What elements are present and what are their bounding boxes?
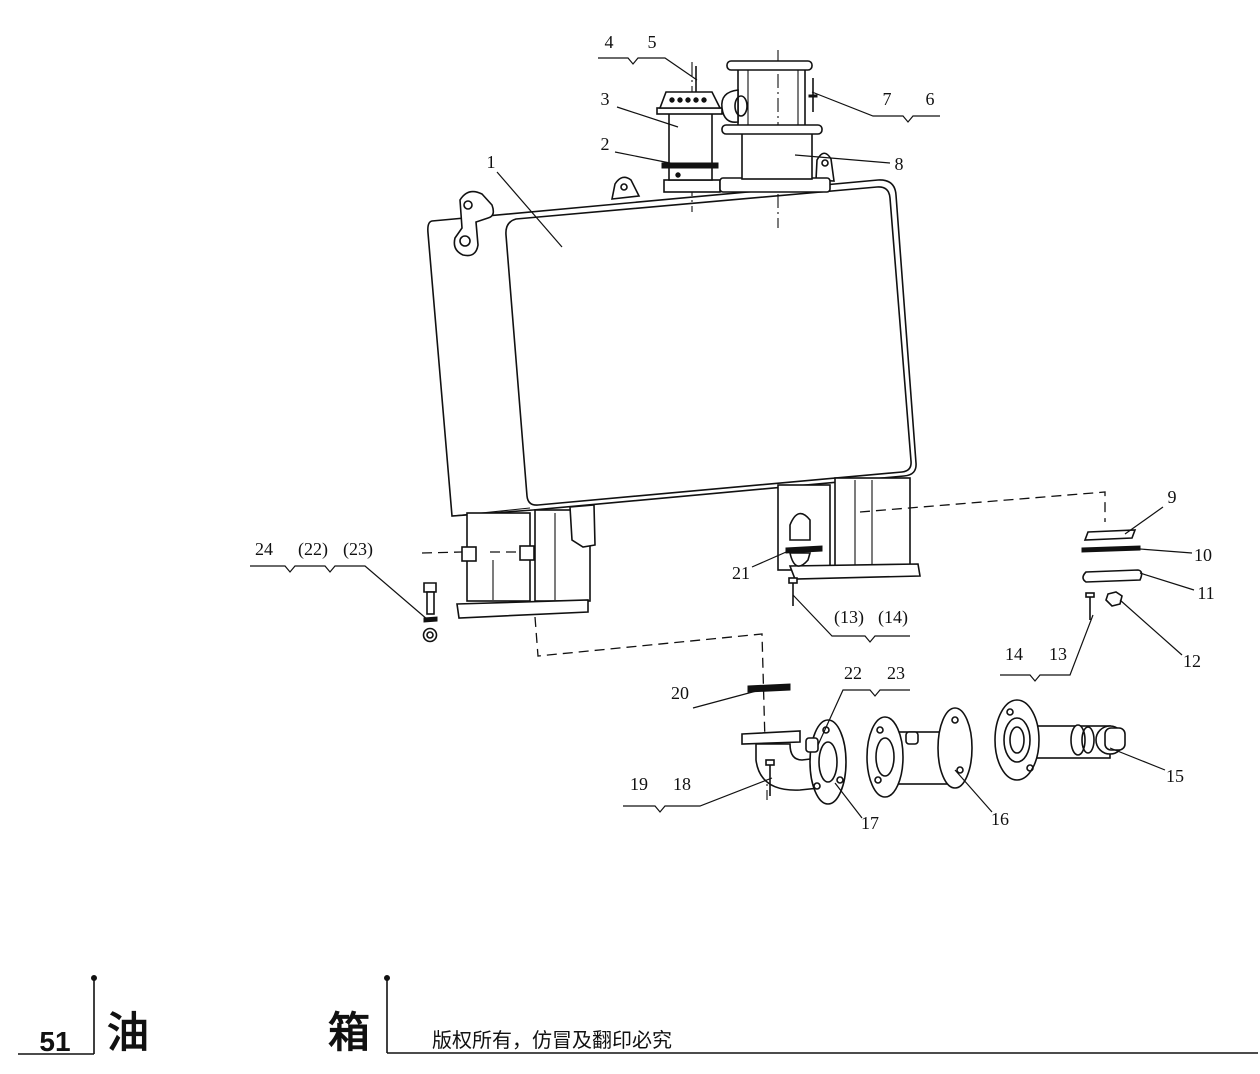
flange-17 bbox=[805, 719, 847, 805]
callout-labels: 1 2 3 4 5 7 6 8 9 10 11 12 14 13 15 16 1… bbox=[255, 32, 1215, 833]
callout-3: 3 bbox=[601, 89, 610, 109]
callout-19: 19 bbox=[630, 774, 648, 794]
page-title-char-2: 箱 bbox=[328, 1008, 370, 1057]
callout-24: 24 bbox=[255, 539, 273, 559]
callout-16: 16 bbox=[991, 809, 1009, 829]
bolt-set-left bbox=[422, 582, 438, 643]
flange-pipe-15 bbox=[994, 699, 1126, 781]
page-footer: 51 油 箱 版权所有，仿冒及翻印必究 bbox=[18, 975, 1258, 1057]
callout-21: 21 bbox=[732, 563, 750, 583]
callout-10: 10 bbox=[1194, 545, 1212, 565]
callout-14: 14 bbox=[1005, 644, 1023, 664]
callout-11: 11 bbox=[1197, 583, 1214, 603]
callout-23-ref: (23) bbox=[343, 539, 373, 560]
callout-8: 8 bbox=[895, 154, 904, 174]
callout-4: 4 bbox=[605, 32, 614, 52]
tank-body bbox=[427, 179, 917, 517]
callout-7: 7 bbox=[883, 89, 892, 109]
copyright-notice: 版权所有，仿冒及翻印必究 bbox=[432, 1028, 672, 1052]
callout-22-ref: (22) bbox=[298, 539, 328, 560]
callout-22: 22 bbox=[844, 663, 862, 683]
callout-9: 9 bbox=[1168, 487, 1177, 507]
callout-1: 1 bbox=[487, 152, 496, 172]
nut bbox=[1105, 591, 1123, 607]
lifting-lug-middle bbox=[611, 176, 641, 200]
callout-23: 23 bbox=[887, 663, 905, 683]
lifting-lug-left bbox=[453, 190, 495, 257]
lifting-lug-right bbox=[815, 152, 835, 182]
callout-13: 13 bbox=[1049, 644, 1067, 664]
gasket-20 bbox=[747, 683, 791, 693]
callout-6: 6 bbox=[926, 89, 935, 109]
callout-15: 15 bbox=[1166, 766, 1184, 786]
breather-assembly bbox=[656, 62, 723, 212]
callout-20: 20 bbox=[671, 683, 689, 703]
leader-lines bbox=[250, 57, 1195, 819]
cover-plate-parts bbox=[1081, 529, 1143, 620]
callout-13-ref: (13) bbox=[834, 607, 864, 628]
page-title-char-1: 油 bbox=[107, 1008, 149, 1057]
page-number: 51 bbox=[39, 1026, 70, 1057]
callout-18: 18 bbox=[673, 774, 691, 794]
callout-14-ref: (14) bbox=[878, 607, 908, 628]
callout-12: 12 bbox=[1183, 651, 1201, 671]
callout-17: 17 bbox=[861, 813, 879, 833]
left-support-leg bbox=[421, 504, 596, 619]
inlet-pipe-assembly bbox=[719, 50, 831, 228]
callout-2: 2 bbox=[601, 134, 610, 154]
callout-5: 5 bbox=[648, 32, 657, 52]
pipe-clamp bbox=[785, 545, 823, 606]
valve-16 bbox=[866, 707, 973, 798]
